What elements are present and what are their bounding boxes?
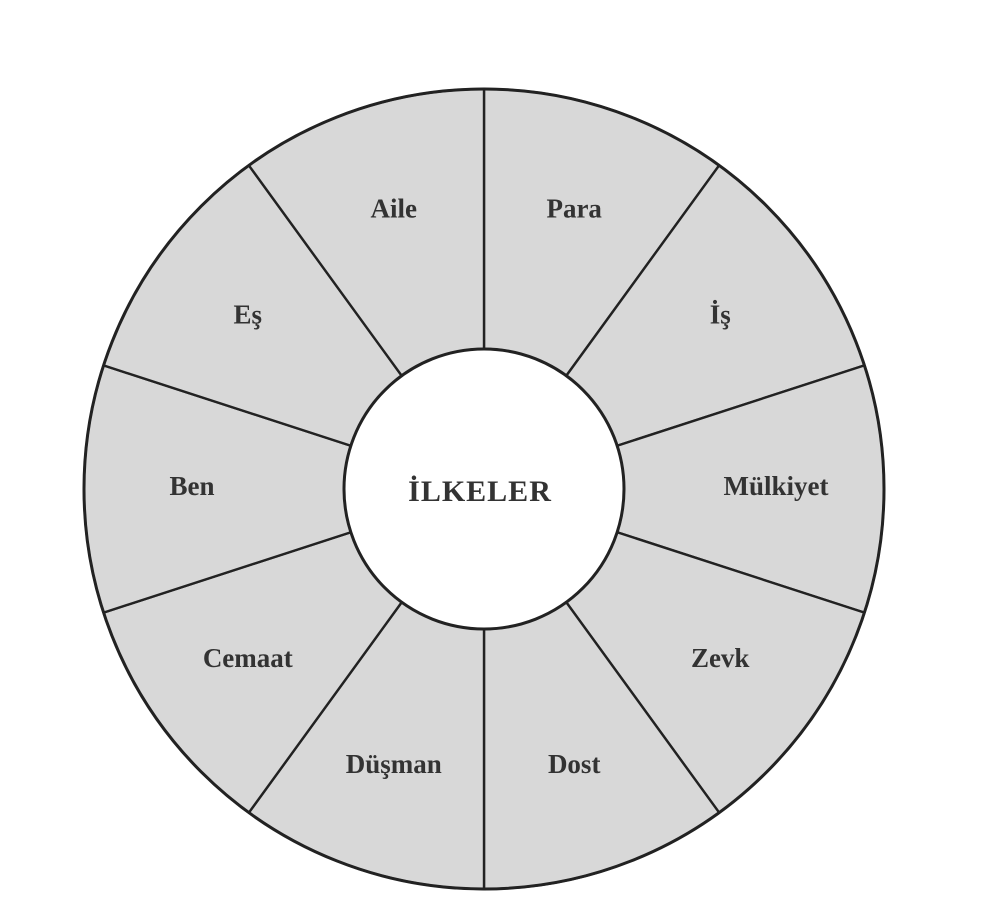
segment-label-10: Aile <box>371 194 418 224</box>
segment-label-1: Para <box>546 194 602 224</box>
segment-label-3: Mülkiyet <box>724 471 829 501</box>
segment-label-4: Zevk <box>691 643 750 673</box>
segment-label-5: Dost <box>548 749 601 779</box>
center-hub <box>342 347 626 631</box>
segment-label-9: Eş <box>234 300 263 330</box>
center-label: İLKELER <box>408 475 552 508</box>
segment-label-6: Düşman <box>346 749 442 779</box>
outer-ring <box>82 87 886 891</box>
wheel-segments <box>82 87 886 891</box>
segment-label-2: İş <box>710 300 731 330</box>
segment-label-7: Cemaat <box>203 643 293 673</box>
segment-label-8: Ben <box>169 471 214 501</box>
